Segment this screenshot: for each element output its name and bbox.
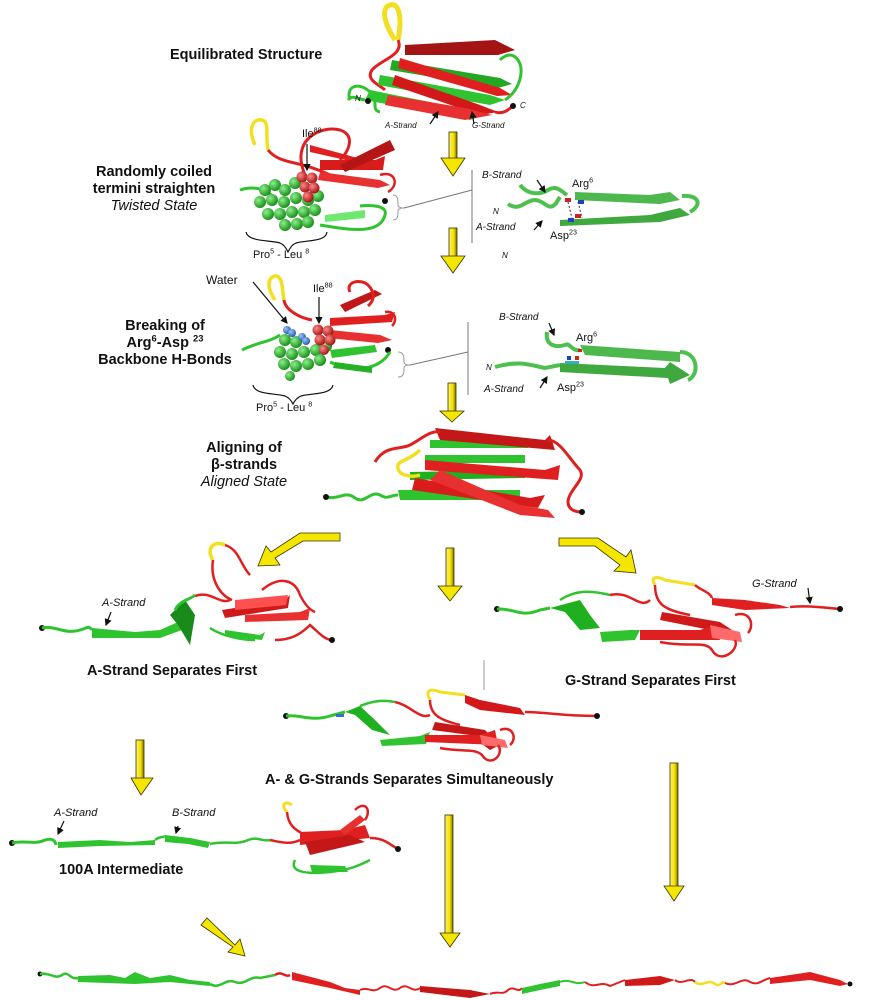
aligned-title-line2: β-strands xyxy=(210,457,278,473)
breaking-state-model xyxy=(241,274,469,406)
arrow-aligned-to-a-first xyxy=(257,532,341,567)
inset-n-terminus-label-2: N xyxy=(502,251,508,260)
g-strand-label: G-Strand xyxy=(472,121,505,130)
n-terminus-label: N xyxy=(355,94,361,103)
arg6-label-breaking: Arg6 xyxy=(576,330,598,344)
stage-title-intermediate: 100A Intermediate xyxy=(59,862,184,878)
a-first-a-strand-label: A-Strand xyxy=(102,597,146,609)
stage-title-aligned: Aligning of β-strands Aligned State xyxy=(184,440,304,491)
equilibrated-structure-model xyxy=(346,2,523,125)
water-spheres xyxy=(283,326,310,345)
ile88-label-breaking: Ile88 xyxy=(313,281,333,295)
arg6-label: Arg6 xyxy=(572,176,594,190)
arrow-equilibrated-to-twisted xyxy=(440,131,466,177)
breaking-title-line2: Arg6-Asp 23 xyxy=(126,332,204,351)
aligned-state-model xyxy=(323,428,585,518)
twisted-title-line1: Randomly coiled xyxy=(95,164,213,180)
breaking-title-line3: Backbone H-Bonds xyxy=(98,352,232,368)
stage-title-twisted: Randomly coiled termini straighten Twist… xyxy=(84,164,224,215)
a-strand-label: A-Strand xyxy=(385,121,417,130)
arrow-simultaneous-to-unfolded xyxy=(439,814,461,948)
water-label: Water xyxy=(206,273,238,287)
pro5-leu8-spheres-breaking xyxy=(274,334,332,381)
arrow-intermediate-to-unfolded xyxy=(200,917,246,957)
inset-b-strand-label: B-Strand xyxy=(482,170,522,181)
twisted-subtitle: Twisted State xyxy=(110,198,198,214)
inset-n-terminus-label: N xyxy=(493,207,499,216)
a-strand-first-model xyxy=(39,541,335,645)
stage-title-a-first: A-Strand Separates First xyxy=(87,663,258,679)
inset2-n-terminus-label: N xyxy=(486,363,492,372)
intermediate-b-strand-label: B-Strand xyxy=(172,807,216,819)
arrow-aligned-to-g-first xyxy=(558,537,637,574)
asp23-label: Asp23 xyxy=(550,228,577,242)
twisted-inset-model xyxy=(506,179,700,231)
stage-title-breaking: Breaking of Arg6-Asp 23 Backbone H-Bonds xyxy=(90,318,240,369)
pro5-leu8-label: Pro5 - Leu 8 xyxy=(253,247,310,261)
stage-title-g-first: G-Strand Separates First xyxy=(565,673,736,689)
g-strand-first-model xyxy=(494,576,843,658)
aligned-subtitle: Aligned State xyxy=(200,474,288,490)
twisted-state-model xyxy=(239,118,473,254)
arrow-g-first-to-unfolded xyxy=(663,762,685,902)
c-terminus-label: C xyxy=(520,101,526,110)
arrow-twisted-to-breaking xyxy=(440,227,466,274)
asp23-label-breaking: Asp23 xyxy=(557,380,584,394)
ile88-label: Ile88 xyxy=(302,126,322,140)
stage-title-simultaneous: A- & G-Strands Separates Simultaneously xyxy=(265,772,554,788)
ile88-spheres-breaking xyxy=(312,324,336,355)
arrow-a-first-to-intermediate xyxy=(130,739,154,796)
inset-a-strand-label: A-Strand xyxy=(476,222,516,233)
inset2-a-strand-label: A-Strand xyxy=(484,384,524,395)
arrow-breaking-to-aligned xyxy=(438,382,466,423)
aligned-title-line1: Aligning of xyxy=(206,440,282,456)
breaking-title-line1: Breaking of xyxy=(125,318,205,334)
ile88-spheres xyxy=(296,171,320,203)
arrow-aligned-to-simultaneous xyxy=(437,547,463,602)
simultaneous-model xyxy=(283,688,600,762)
twisted-title-line2: termini straighten xyxy=(92,181,216,197)
inset2-b-strand-label: B-Strand xyxy=(499,312,539,323)
g-first-g-strand-label: G-Strand xyxy=(752,578,797,590)
stage-title-equilibrated: Equilibrated Structure xyxy=(170,47,323,63)
intermediate-a-strand-label: A-Strand xyxy=(54,807,98,819)
intermediate-100a-model xyxy=(9,801,401,875)
unfolded-chain-model xyxy=(37,971,853,998)
breaking-inset-model xyxy=(494,322,698,389)
pro5-leu8-label-breaking: Pro5 - Leu 8 xyxy=(256,400,313,414)
